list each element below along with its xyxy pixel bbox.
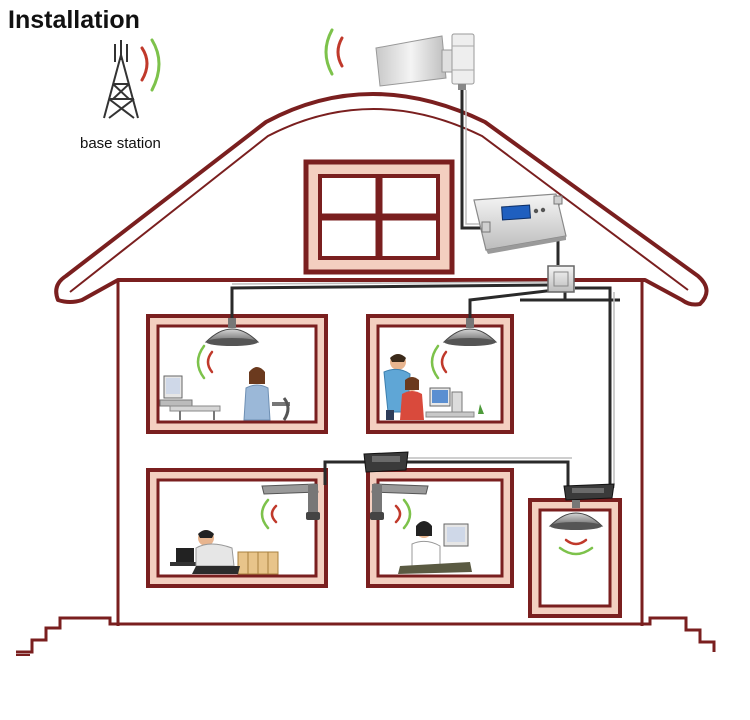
house-walls (116, 282, 644, 626)
wall-antenna-icon (370, 483, 429, 520)
tower-signal-waves (140, 38, 161, 92)
cell-tower-icon (103, 40, 139, 119)
office-scene-top-left (159, 367, 290, 421)
panel-antenna-icon (375, 33, 475, 90)
office-scene-top-right (383, 354, 484, 420)
office-scene-bottom-left (170, 530, 279, 575)
repeater-icon (473, 193, 567, 254)
splitter-icon (363, 451, 409, 473)
coax-cables (230, 88, 620, 490)
ceiling-antenna-icon (548, 500, 604, 530)
indoor-signal-waves (196, 344, 594, 556)
splitter-icon (563, 483, 615, 501)
ceiling-antenna-icon (442, 318, 498, 346)
antenna-signal-waves (324, 28, 344, 76)
attic-window (303, 159, 455, 275)
ground-steps (16, 616, 716, 654)
diagram-title: Installation (8, 6, 140, 34)
room-bottom-left (146, 468, 328, 588)
office-scene-bottom-middle (398, 521, 472, 574)
base-station-label: base station (80, 135, 161, 152)
ceiling-antenna-icon (204, 318, 260, 346)
cable-shadow (231, 90, 615, 488)
wall-antenna-icon (261, 483, 320, 520)
room-bottom-right (528, 498, 622, 618)
splitter-icon (547, 265, 575, 293)
